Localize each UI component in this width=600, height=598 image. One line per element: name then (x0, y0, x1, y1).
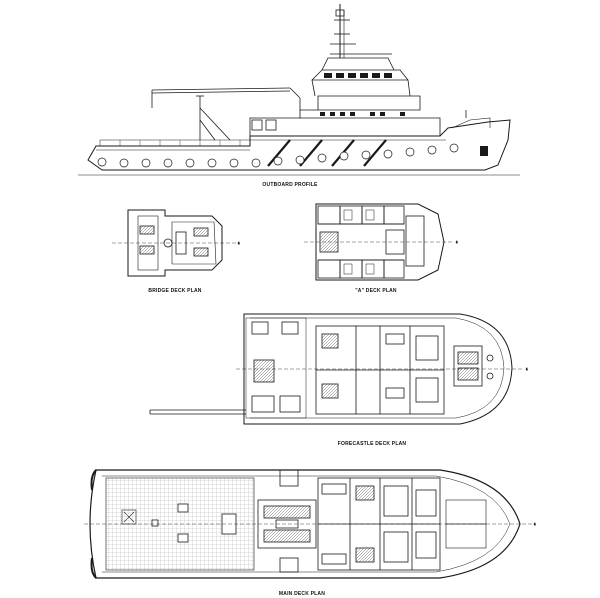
svg-text:1: 1 (456, 240, 458, 244)
outboard-profile-view (78, 4, 520, 176)
superstructure (249, 4, 441, 136)
bridge-deck-plan: 1 (112, 209, 240, 277)
bridge-deck-plan-label: BRIDGE DECK PLAN (148, 288, 201, 294)
svg-text:1: 1 (526, 367, 528, 371)
main-deck-plan-label: MAIN DECK PLAN (279, 591, 325, 597)
forecastle-deck-plan-label: FORECASTLE DECK PLAN (338, 441, 407, 447)
main-deck-plan: 1 (84, 469, 536, 579)
a-deck-plan-label: "A" DECK PLAN (355, 288, 397, 294)
outboard-profile-label: OUTBOARD PROFILE (262, 182, 318, 188)
forecastle-deck-plan: 1 (149, 313, 528, 425)
svg-text:1: 1 (534, 522, 536, 526)
fenders (97, 143, 459, 168)
deck-crane (151, 87, 301, 141)
svg-text:1: 1 (238, 241, 240, 245)
a-deck-plan: 1 (304, 203, 458, 281)
